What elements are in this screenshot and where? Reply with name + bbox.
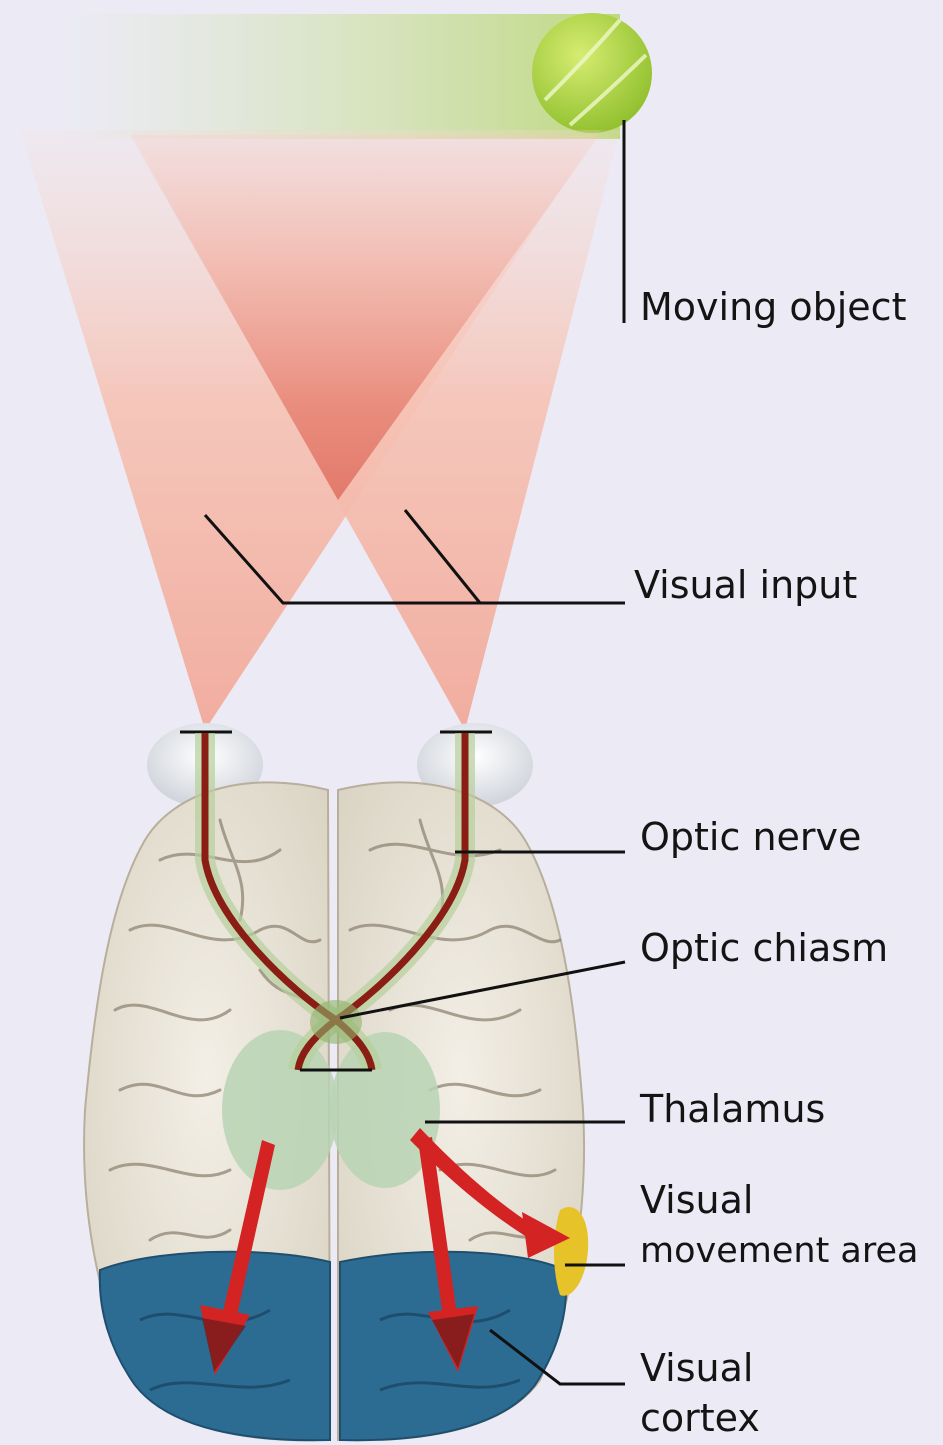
visual-movement-area <box>554 1207 588 1296</box>
label-visual-input: Visual input <box>634 563 857 609</box>
label-optic-nerve: Optic nerve <box>640 815 861 861</box>
label-visual-cortex-line2: cortex <box>640 1396 760 1442</box>
label-visual-cortex-line1: Visual <box>640 1346 753 1392</box>
left-thalamus <box>222 1030 338 1190</box>
label-visual-movement-area-line2: movement area <box>640 1230 918 1272</box>
label-moving-object: Moving object <box>640 285 906 331</box>
label-optic-chiasm: Optic chiasm <box>640 926 888 972</box>
optic-chiasm <box>310 1000 362 1044</box>
tennis-ball <box>532 13 652 133</box>
label-visual-movement-area-line1: Visual <box>640 1178 753 1224</box>
label-thalamus: Thalamus <box>640 1087 825 1133</box>
